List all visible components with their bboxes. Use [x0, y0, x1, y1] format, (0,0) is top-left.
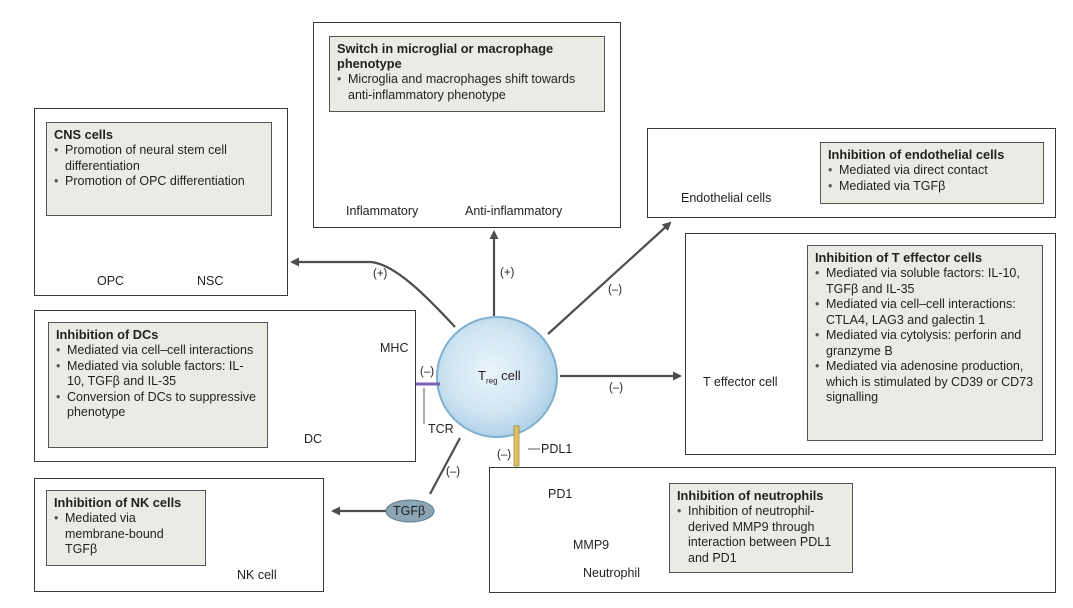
nk-title: Inhibition of NK cells	[54, 495, 182, 510]
treg-cell-shape	[436, 316, 558, 438]
cns-title: CNS cells	[54, 127, 114, 142]
nk-bullet-1: Mediated via membrane-bound TGFβ	[54, 511, 198, 558]
teffector-sign: (–)	[609, 382, 624, 394]
nk-textbox: Inhibition of NK cells Mediated via memb…	[46, 490, 206, 566]
neutrophil-sign: (–)	[497, 449, 512, 461]
endothelial-bullet-2: Mediated via TGFβ	[828, 179, 1036, 195]
teffector-bullet-1: Mediated via soluble factors: IL-10, TGF…	[815, 266, 1035, 297]
teffector-bullet-2: Mediated via cell–cell interactions: CTL…	[815, 297, 1035, 328]
inflammatory-label: Inflammatory	[346, 204, 419, 218]
cns-bullet-1: Promotion of neural stem cell differenti…	[54, 143, 264, 174]
teffector-label: T effector cell	[703, 375, 778, 389]
tgfb-pill	[385, 499, 435, 523]
dc-sign: (–)	[420, 366, 435, 378]
cns-textbox: CNS cells Promotion of neural stem cell …	[46, 122, 272, 216]
teffector-bullet-3: Mediated via cytolysis: perforin and gra…	[815, 328, 1035, 359]
arrow-treg-to-tgfb	[429, 437, 461, 495]
dc-label: DC	[304, 432, 323, 446]
pdl1-label: PDL1	[541, 442, 573, 456]
tcr-label: TCR	[428, 422, 454, 436]
pdl1-shape	[513, 425, 520, 467]
neutrophil-bullet-1: Inhibition of neutrophil-derived MMP9 th…	[677, 504, 845, 566]
endothelial-title: Inhibition of endothelial cells	[828, 147, 1005, 162]
cns-sign: (+)	[373, 268, 388, 280]
dc-bullet-1: Mediated via cell–cell interactions	[56, 343, 260, 359]
microglia-bullet-1: Microglia and macrophages shift towards …	[337, 72, 597, 103]
cns-bullet-2: Promotion of OPC differentiation	[54, 174, 264, 190]
microglia-textbox: Switch in microglial or macrophage pheno…	[329, 36, 605, 112]
mmp9-label: MMP9	[573, 538, 610, 552]
microglia-sign: (+)	[500, 267, 515, 279]
pd1-label: PD1	[548, 487, 573, 501]
neutrophil-label: Neutrophil	[583, 566, 640, 580]
dc-bullet-2: Mediated via soluble factors: IL-10, TGF…	[56, 359, 260, 390]
endothelial-textbox: Inhibition of endothelial cells Mediated…	[820, 142, 1044, 204]
treg-label-sub: reg	[485, 376, 498, 386]
anti-inflammatory-label: Anti-inflammatory	[465, 204, 563, 218]
teffector-bullet-4: Mediated via adenosine production, which…	[815, 359, 1035, 406]
treg-label: Treg cell	[478, 369, 521, 389]
mhc-label: MHC	[380, 341, 409, 355]
neutrophil-title: Inhibition of neutrophils	[677, 488, 824, 503]
nk-sign: (–)	[446, 466, 461, 478]
nsc-label: NSC	[197, 274, 224, 288]
endothelial-sign: (–)	[608, 284, 623, 296]
tgfb-label: TGFβ	[393, 504, 426, 518]
microglia-title: Switch in microglial or macrophage pheno…	[337, 41, 554, 71]
arrow-to-endothelial	[547, 221, 672, 335]
nk-label: NK cell	[237, 568, 277, 582]
dc-bullet-3: Conversion of DCs to suppressive phenoty…	[56, 390, 260, 421]
endothelial-bullet-1: Mediated via direct contact	[828, 163, 1036, 179]
dc-textbox: Inhibition of DCs Mediated via cell–cell…	[48, 322, 268, 448]
treg-label-cell: cell	[497, 368, 521, 383]
endothelial-label: Endothelial cells	[681, 191, 772, 205]
neutrophil-textbox: Inhibition of neutrophils Inhibition of …	[669, 483, 853, 573]
arrow-to-cns	[290, 257, 456, 328]
teffector-title: Inhibition of T effector cells	[815, 250, 983, 265]
dc-title: Inhibition of DCs	[56, 327, 159, 342]
opc-label: OPC	[97, 274, 125, 288]
teffector-textbox: Inhibition of T effector cells Mediated …	[807, 245, 1043, 441]
treg-label-t: T	[478, 368, 486, 383]
